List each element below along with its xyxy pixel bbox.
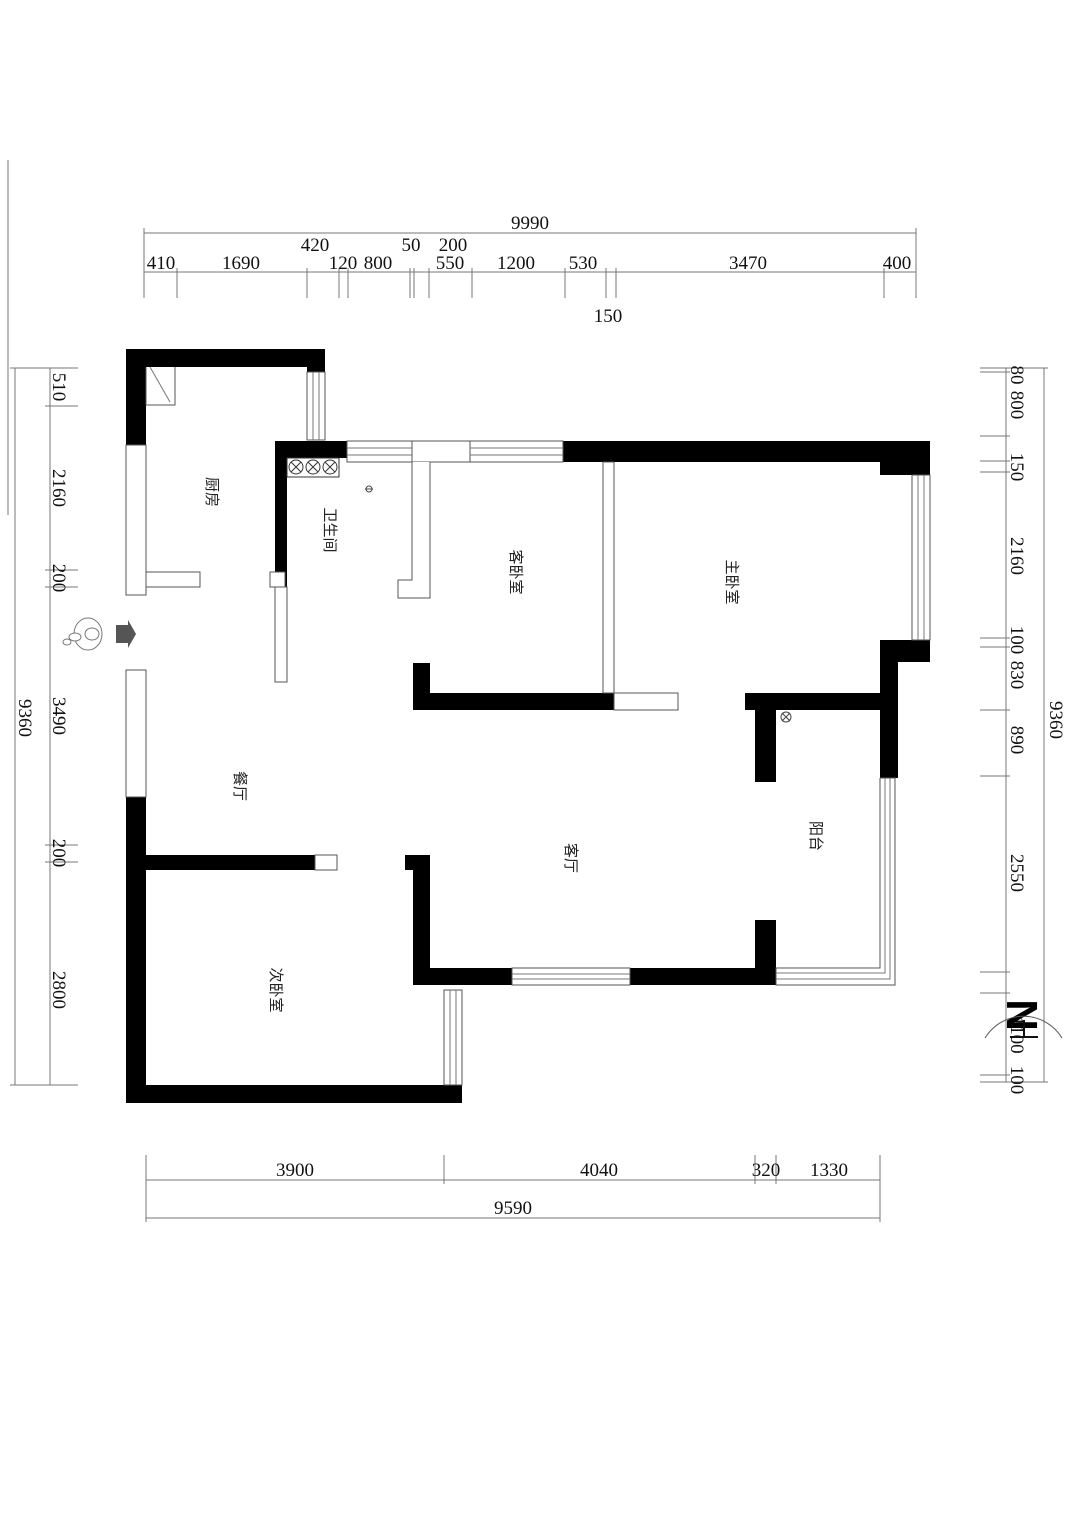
- top-dimensions: 9990 410 1690 420 120 800 50 200 550 120…: [143, 213, 917, 327]
- dim-right: 150: [1006, 453, 1027, 482]
- dim-top: 1200: [497, 253, 535, 274]
- room-label-bathroom: 卫生间: [321, 507, 339, 552]
- bathroom-vents: [286, 457, 340, 478]
- drain-icon: [780, 711, 792, 723]
- dim-left: 2160: [48, 469, 69, 507]
- entrance-arrow-icon: [116, 620, 136, 648]
- room-label-second-bedroom: 次卧室: [267, 967, 285, 1012]
- dim-left: 200: [48, 564, 69, 593]
- dim-right: 2160: [1006, 537, 1027, 575]
- dim-top: 120: [329, 253, 358, 274]
- dim-top: 420: [301, 235, 330, 256]
- dim-left-total: 9360: [14, 699, 35, 737]
- dim-top: 400: [883, 253, 912, 274]
- dim-left: 510: [48, 373, 69, 402]
- floor-drain-icon: [365, 485, 373, 493]
- north-compass: N: [984, 999, 1063, 1039]
- room-label-living: 客厅: [562, 843, 580, 873]
- dim-bottom-total: 9590: [494, 1198, 532, 1219]
- dim-top: 530: [569, 253, 598, 274]
- windows: [125, 366, 931, 1086]
- dim-right: 100: [1006, 1066, 1027, 1095]
- dim-right: 830: [1006, 661, 1027, 690]
- dim-top: 410: [147, 253, 176, 274]
- dim-right: 100: [1006, 626, 1027, 655]
- dim-bottom: 1330: [810, 1160, 848, 1181]
- dim-left: 3490: [48, 697, 69, 735]
- dim-bottom: 3900: [276, 1160, 314, 1181]
- dim-top: 800: [364, 253, 393, 274]
- dim-right: 2550: [1006, 854, 1027, 892]
- room-label-dining: 餐厅: [231, 771, 249, 801]
- walls: [126, 349, 930, 1103]
- dim-right-total: 9360: [1045, 701, 1066, 739]
- dim-top: 200: [439, 235, 468, 256]
- dim-top: 550: [436, 253, 465, 274]
- dim-left: 200: [48, 839, 69, 868]
- north-label: N: [997, 999, 1046, 1031]
- dim-bottom: 320: [752, 1160, 781, 1181]
- dim-right: 1100: [1006, 1016, 1027, 1053]
- dim-top: 3470: [729, 253, 767, 274]
- dim-right: 890: [1006, 726, 1027, 755]
- dim-top-total: 9990: [511, 213, 549, 234]
- dim-right: 800: [1006, 391, 1027, 420]
- dim-top: 1690: [222, 253, 260, 274]
- dim-top: 50: [402, 235, 421, 256]
- room-label-master-bedroom: 主卧室: [723, 559, 741, 604]
- room-label-kitchen: 厨房: [203, 477, 221, 507]
- entrance-person-icon: [62, 617, 103, 651]
- dim-right: 80: [1006, 366, 1027, 385]
- dim-left: 2800: [48, 971, 69, 1009]
- room-label-balcony: 阳台: [807, 821, 825, 851]
- bottom-dimensions: 3900 4040 320 1330 9590: [145, 1155, 881, 1222]
- left-dimensions: 510 2160 200 3490 200 2800 9360: [7, 160, 78, 1086]
- room-label-guest-bedroom: 客卧室: [507, 549, 525, 594]
- right-dimensions: 80 800 150 2160 100 830 890 2550 1100 10…: [980, 366, 1066, 1095]
- dim-top-extra: 150: [594, 306, 623, 327]
- dim-bottom: 4040: [580, 1160, 618, 1181]
